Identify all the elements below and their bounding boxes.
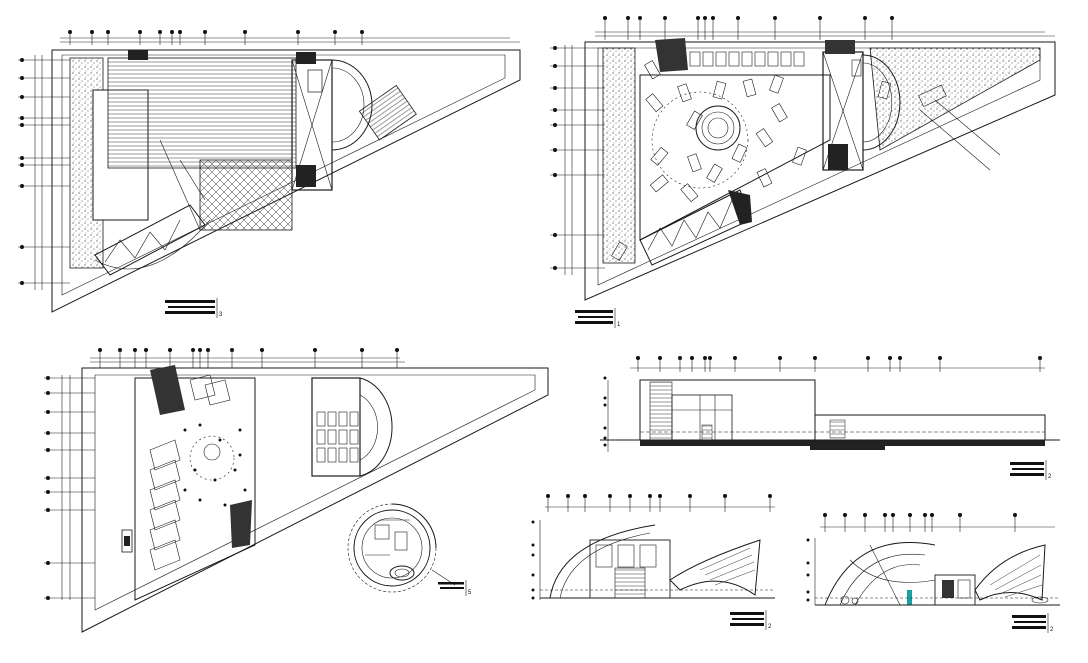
floor-plan-tower: 5 [347,503,472,596]
dimension-string-top [595,16,1055,40]
dimension-string-left [550,45,605,275]
dimension-string-left [18,55,70,290]
floor-plan-showroom: 1 [550,16,1056,328]
drawing-title-block: 2 [1012,613,1054,633]
floor-plan-upper [44,348,549,633]
drawing-title-block: 3 [165,298,223,318]
dimension-string-top [630,356,1045,372]
sheet-tag: 5 [468,590,472,596]
dimension-string-top [545,494,775,512]
dimension-string-top [90,348,405,368]
elevation-front: 2 [531,494,775,630]
section-long: 2 [600,356,1060,480]
sheet-tag: 2 [768,624,772,630]
car-layout [611,59,892,261]
drawing-title-block: 2 [730,610,772,630]
floor-plan-ground: 3 [18,30,521,318]
drawing-title-block: 5 [438,580,472,596]
sheet-tag: 1 [617,322,621,328]
dimension-string-left [44,375,95,600]
sheet-tag: 2 [1048,474,1052,480]
stair-element [358,84,417,141]
dimension-string-top [820,513,1055,532]
sheet-tag: 2 [1050,627,1054,633]
elevation-side: 2 [806,513,1060,633]
drawing-title-block: 1 [575,308,621,328]
drawing-title-block: 2 [1010,460,1052,480]
sheet-tag: 3 [219,312,223,318]
dimension-string-top [60,30,520,45]
